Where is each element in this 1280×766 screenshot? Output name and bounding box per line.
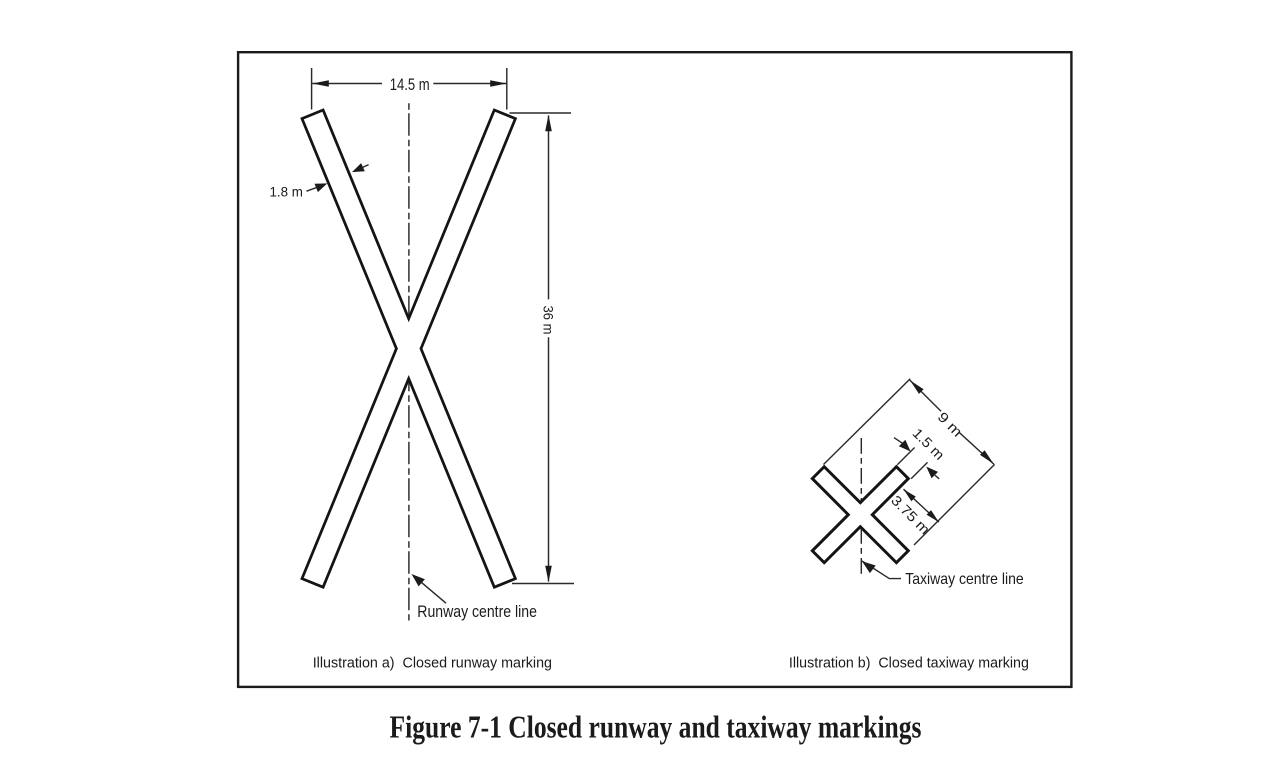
svg-text:Runway centre line: Runway centre line	[417, 602, 537, 621]
svg-text:Illustration a) Closed runway: Illustration a) Closed runway marking	[313, 655, 552, 671]
svg-text:1.8 m: 1.8 m	[270, 183, 303, 199]
svg-text:14.5 m: 14.5 m	[390, 76, 430, 94]
svg-text:Taxiway centre line: Taxiway centre line	[905, 571, 1024, 588]
svg-text:Illustration b) Closed taxiwa: Illustration b) Closed taxiway marking	[789, 655, 1029, 671]
svg-text:36 m: 36 m	[541, 306, 557, 335]
svg-text:Figure 7-1 Closed runway and t: Figure 7-1 Closed runway and taxiway mar…	[390, 709, 922, 745]
